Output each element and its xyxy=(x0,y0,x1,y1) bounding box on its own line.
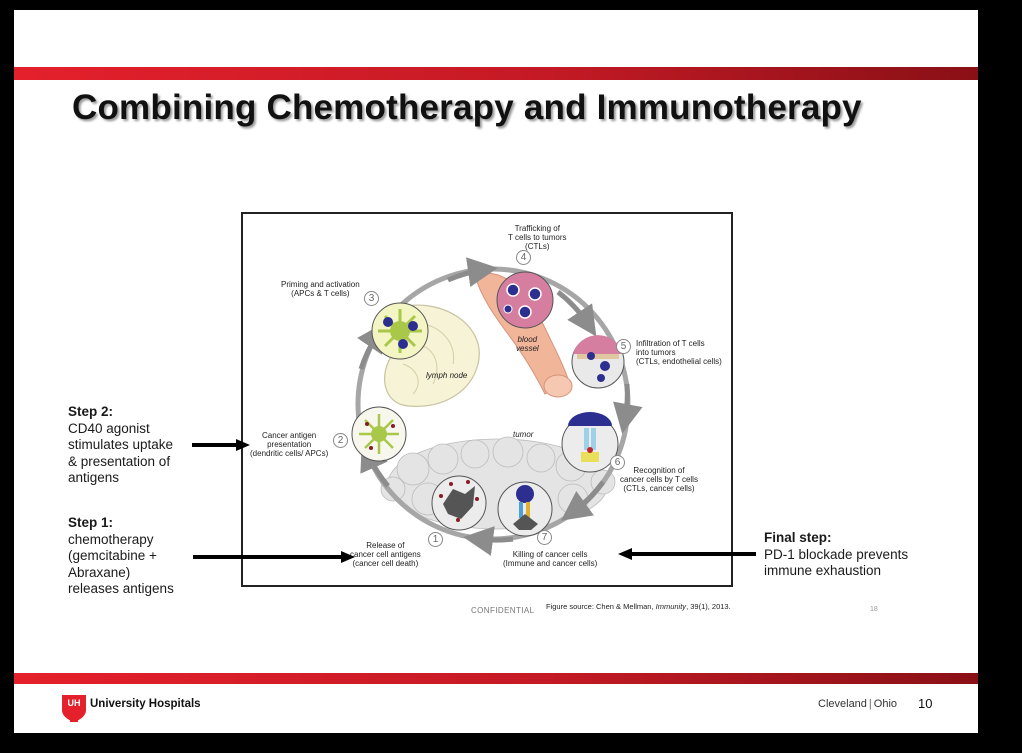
step-1-cell xyxy=(431,475,487,531)
step-7-label: Killing of cancer cells(Immune and cance… xyxy=(503,550,598,568)
slide: Combining Chemotherapy and Immunotherapy xyxy=(14,10,978,733)
step-3-label: Priming and activation(APCs & T cells) xyxy=(281,280,360,298)
step-3-cell xyxy=(371,302,429,360)
step-3-number: 3 xyxy=(364,291,379,306)
figure-source: Figure source: Chen & Mellman, Immunity,… xyxy=(546,602,731,611)
step-2-arrow xyxy=(192,439,250,451)
step-4-cell xyxy=(496,271,554,329)
step-7-number: 7 xyxy=(537,530,552,545)
step-1-number: 1 xyxy=(428,532,443,547)
lymph-node-label: lymph node xyxy=(426,371,468,380)
step-1-note: Step 1: chemotherapy (gemcitabine + Abra… xyxy=(68,515,174,596)
step-2-note: Step 2: CD40 agonist stimulates uptake &… xyxy=(68,404,174,485)
slide-title: Combining Chemotherapy and Immunotherapy xyxy=(72,88,862,127)
step-7-cell xyxy=(497,481,553,537)
step-6-cell xyxy=(561,412,619,473)
tumor-label: tumor xyxy=(513,430,534,439)
final-step-note: Final step: PD-1 blockade prevents immun… xyxy=(764,530,909,578)
step-4-number: 4 xyxy=(516,250,531,265)
svg-text:UH: UH xyxy=(68,698,81,708)
step-2-number: 2 xyxy=(333,433,348,448)
location: Cleveland|Ohio xyxy=(818,698,898,710)
top-red-bar xyxy=(14,67,978,80)
step-5-cell xyxy=(571,335,625,389)
step-1-arrow xyxy=(193,551,355,563)
bottom-red-bar xyxy=(14,673,978,684)
confidential-label: CONFIDENTIAL xyxy=(471,606,535,615)
step-2-cell xyxy=(351,406,407,462)
university-hospitals-logo: UH xyxy=(62,695,86,722)
step-5-number: 5 xyxy=(616,339,631,354)
figure-page-number: 18 xyxy=(870,606,878,613)
slide-number: 10 xyxy=(918,696,933,711)
final-step-arrow xyxy=(618,548,756,560)
step-6-number: 6 xyxy=(610,455,625,470)
cycle-illustration xyxy=(351,257,643,556)
organization-name: University Hospitals xyxy=(90,698,201,710)
